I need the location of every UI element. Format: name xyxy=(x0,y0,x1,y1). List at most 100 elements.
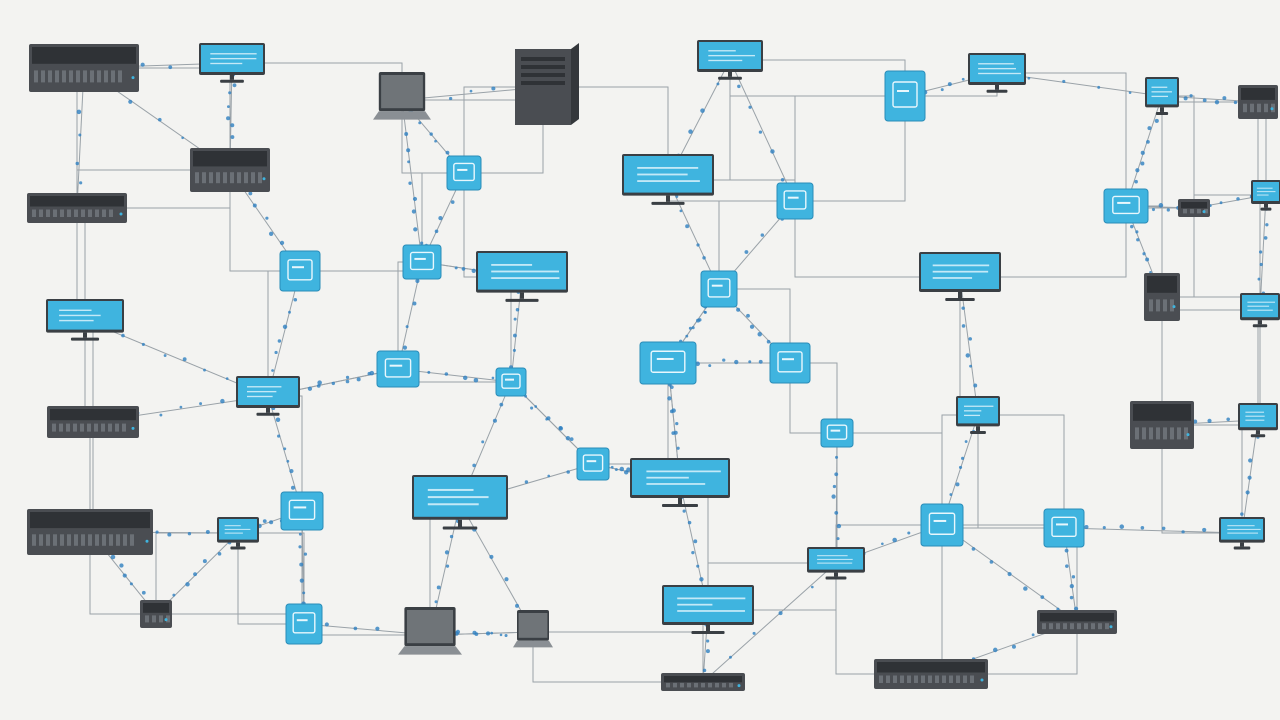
data-flow-dot xyxy=(121,333,125,338)
data-flow-dot xyxy=(454,266,458,270)
data-flow-dot xyxy=(1031,633,1035,637)
data-flow-dot xyxy=(303,552,308,556)
connection-line xyxy=(931,525,943,675)
data-flow-dot xyxy=(444,550,450,555)
data-flow-dot xyxy=(356,377,361,382)
data-flow-dot xyxy=(734,359,739,365)
data-flow-dot xyxy=(1097,85,1101,89)
data-flow-dot xyxy=(1219,201,1223,205)
data-flow-dot xyxy=(445,564,450,568)
data-flow-dot xyxy=(688,326,692,330)
data-flow-dot xyxy=(1027,76,1031,80)
data-flow-dot xyxy=(167,532,172,537)
data-flow-dot xyxy=(1161,526,1166,531)
data-flow-dot xyxy=(973,383,978,388)
connection-line xyxy=(543,86,669,180)
data-flow-dot xyxy=(128,99,133,104)
data-flow-dot xyxy=(770,149,775,154)
data-flow-dot xyxy=(185,582,190,587)
data-flow-dot xyxy=(729,655,732,659)
data-flow-dot xyxy=(199,402,203,406)
data-flow-dot xyxy=(449,96,453,101)
data-flow-dot xyxy=(968,337,973,341)
server-rack-icon xyxy=(140,600,172,628)
data-flow-dot xyxy=(558,426,564,431)
data-flow-dot xyxy=(1258,250,1263,254)
data-flow-dot xyxy=(504,633,508,638)
network-device-icon xyxy=(402,244,442,280)
data-flow-dot xyxy=(205,530,210,535)
monitor-icon xyxy=(662,585,754,634)
data-flow-dot xyxy=(274,350,278,355)
data-flow-dot xyxy=(491,376,495,380)
data-flow-dot xyxy=(691,551,695,555)
monitor-icon xyxy=(1251,180,1280,211)
data-flow-dot xyxy=(406,148,411,153)
data-flow-dot xyxy=(810,585,814,589)
monitor-icon xyxy=(956,396,1000,434)
data-flow-dot xyxy=(293,297,298,302)
data-flow-dot xyxy=(202,559,207,564)
monitor-icon xyxy=(1219,517,1265,550)
data-flow-dot xyxy=(766,339,771,344)
monitor-icon xyxy=(46,299,124,341)
data-flow-dot xyxy=(1069,584,1074,589)
data-flow-dot xyxy=(1140,161,1145,166)
data-flow-dot xyxy=(722,358,726,362)
connection-line xyxy=(997,72,1127,206)
data-flow-dot xyxy=(481,440,485,444)
data-flow-dot xyxy=(129,582,133,586)
connection-line xyxy=(835,563,931,675)
data-flow-dot xyxy=(961,324,966,328)
data-flow-dot xyxy=(940,88,944,92)
data-flow-dot xyxy=(892,537,897,543)
data-flow-dot xyxy=(614,468,618,472)
data-flow-dot xyxy=(141,590,146,595)
data-flow-dot xyxy=(705,649,710,654)
data-flow-dot xyxy=(512,348,516,352)
data-flow-dot xyxy=(969,364,973,368)
data-flow-dot xyxy=(232,83,237,88)
data-flow-dot xyxy=(1151,208,1156,212)
data-flow-dot xyxy=(471,268,476,273)
data-flow-dot xyxy=(491,86,496,91)
data-flow-dot xyxy=(279,240,285,246)
data-flow-dot xyxy=(227,105,230,109)
data-flow-dot xyxy=(413,227,418,232)
laptop-icon xyxy=(513,610,553,648)
network-device-icon xyxy=(576,447,610,481)
monitor-icon xyxy=(622,154,714,205)
data-flow-dot xyxy=(736,307,741,312)
data-flow-dot xyxy=(1145,257,1150,262)
server-rack-icon xyxy=(1130,401,1194,449)
data-flow-dot xyxy=(961,77,965,81)
data-flow-dot xyxy=(619,466,625,472)
network-device-icon xyxy=(280,491,324,531)
data-flow-dot xyxy=(992,647,998,653)
laptop-icon xyxy=(398,607,462,655)
data-flow-dot xyxy=(534,405,538,408)
data-flow-dot xyxy=(1147,126,1152,131)
data-flow-dot xyxy=(434,139,437,143)
connection-line xyxy=(267,270,301,397)
monitor-icon xyxy=(1240,293,1280,328)
data-flow-dot xyxy=(1149,271,1152,274)
data-flow-dot xyxy=(695,361,700,367)
data-flow-dot xyxy=(757,332,762,337)
data-flow-dot xyxy=(415,278,420,284)
data-flow-dot xyxy=(269,520,274,525)
data-flow-dot xyxy=(1040,595,1045,599)
data-flow-dot xyxy=(504,577,509,582)
data-flow-dot xyxy=(675,195,679,198)
data-flow-dot xyxy=(1245,490,1250,495)
data-flow-dot xyxy=(1069,595,1074,600)
data-flow-dot xyxy=(1248,458,1253,463)
connection-line xyxy=(729,59,796,202)
network-device-icon xyxy=(776,182,814,220)
data-flow-dot xyxy=(515,308,520,312)
monitor-icon xyxy=(236,376,300,416)
data-flow-dot xyxy=(1247,475,1252,480)
data-flow-dot xyxy=(230,135,235,139)
data-flow-dot xyxy=(298,545,302,549)
